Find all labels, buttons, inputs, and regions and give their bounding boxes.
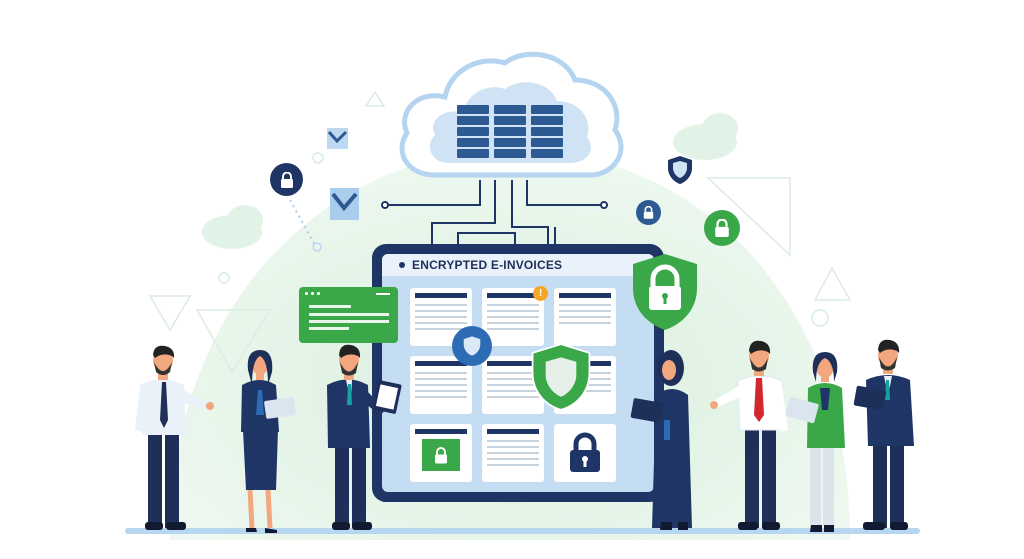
person-woman-green-jacket — [785, 352, 845, 532]
network-lines — [381, 180, 608, 245]
invoice-card[interactable] — [410, 424, 472, 482]
chat-window — [299, 287, 398, 343]
shield-icon-small — [666, 154, 694, 191]
device-screen: ENCRYPTED E-INVOICES ! — [382, 254, 654, 492]
lock-icon — [715, 219, 729, 237]
navy-lock-icon — [568, 432, 602, 479]
status-dot — [399, 262, 405, 268]
invoice-card[interactable] — [554, 288, 616, 346]
person-woman-hijab — [630, 350, 692, 530]
mail-icon-small — [327, 128, 348, 149]
person-man-navy-suit — [327, 344, 402, 530]
invoice-card[interactable] — [410, 356, 472, 414]
lock-badge-blue — [636, 200, 661, 225]
lock-badge-navy — [270, 163, 303, 196]
invoice-card[interactable]: ! — [482, 286, 548, 346]
screen-header: ENCRYPTED E-INVOICES — [382, 254, 654, 276]
green-shield-center — [530, 342, 592, 417]
shield-icon — [463, 336, 481, 356]
dotted-connector — [289, 199, 322, 252]
person-man-white-shirt — [135, 345, 214, 530]
blue-shield-badge — [452, 326, 492, 366]
server-rack — [457, 105, 563, 160]
alert-icon: ! — [533, 286, 548, 301]
person-man-navy-suit-right — [853, 339, 914, 530]
invoice-card[interactable] — [482, 424, 544, 482]
lock-icon — [280, 171, 293, 188]
person-woman-navy-suit — [241, 350, 296, 533]
shield-lock-large — [630, 252, 700, 337]
cloud-server — [395, 45, 625, 180]
lock-icon — [643, 206, 654, 219]
green-lock-icon — [422, 439, 460, 471]
lock-badge-green — [704, 210, 740, 246]
device-frame: ENCRYPTED E-INVOICES ! — [372, 244, 664, 502]
person-man-red-tie — [710, 340, 788, 530]
invoice-card[interactable] — [554, 424, 616, 482]
screen-title: ENCRYPTED E-INVOICES — [412, 258, 563, 272]
mail-icon-large — [330, 188, 359, 220]
